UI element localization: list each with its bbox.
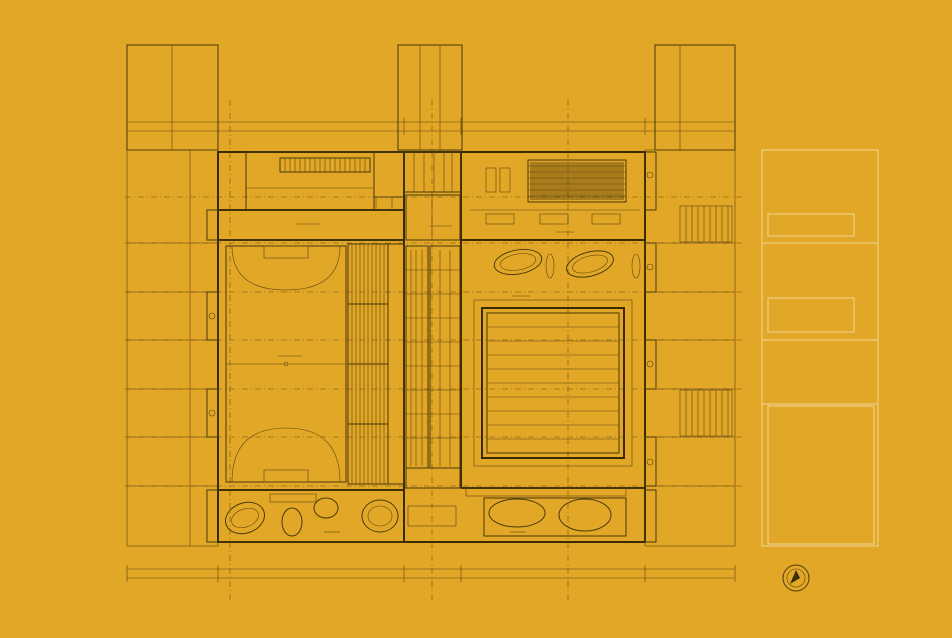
upper-right-hall (470, 159, 641, 279)
column-buttresses (206, 151, 657, 543)
bleachers (347, 243, 405, 485)
grid-axis-lines (125, 100, 745, 600)
service-core (373, 151, 462, 489)
office-wing (245, 151, 375, 211)
room-annotations (278, 223, 574, 533)
north-arrow-symbol (782, 564, 810, 592)
sports-hall (225, 245, 347, 483)
top-extensions (126, 44, 736, 151)
pool-hall (473, 299, 633, 467)
right-annex (679, 149, 879, 547)
spa-zone (225, 487, 627, 537)
